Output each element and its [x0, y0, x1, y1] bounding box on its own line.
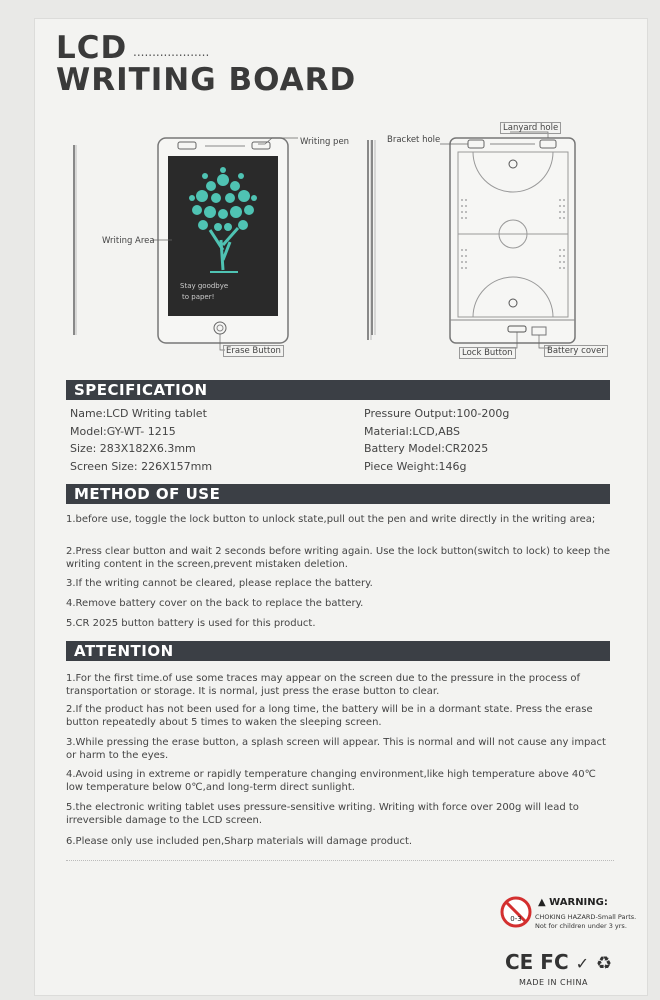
title-dots: .................... [133, 45, 210, 59]
label-lock-button: Lock Button [459, 347, 516, 359]
attention-item: 2.If the product has not been used for a… [66, 704, 593, 728]
spec-item: Name:LCD Writing tablet [70, 407, 207, 420]
attention-item: 5.the electronic writing tablet uses pre… [66, 802, 579, 826]
spec-item: Battery Model:CR2025 [364, 442, 489, 455]
spec-item: Material:LCD,ABS [364, 424, 461, 438]
spec-item: Model:GY-WT- 1215 [70, 424, 176, 438]
back-view-diagram [371, 131, 576, 349]
tablet-back [449, 137, 576, 344]
method-item: 2.Press clear button and wait 2 seconds … [66, 546, 611, 570]
attention-item: 6.Please only use included pen,Sharp mat… [66, 836, 413, 847]
attention-item: 3.While pressing the erase button, a spl… [66, 737, 606, 761]
spec-item: Screen Size: 226X157mm [70, 459, 213, 473]
attention-heading: ATTENTION [66, 641, 610, 661]
warning-line-3: Not for children under 3 yrs. [535, 922, 627, 930]
warning-title: ▲ WARNING: [538, 897, 608, 908]
screen-text-1: Stay goodbye [180, 282, 228, 290]
specification-heading: SPECIFICATION [66, 380, 610, 400]
label-writing-area: Writing Area [102, 236, 155, 246]
recycle-icon: ♻ [596, 953, 613, 974]
bracket-hole-icon [508, 159, 518, 169]
method-item: 3.If the writing cannot be cleared, plea… [66, 578, 373, 589]
title-lcd: LCD [56, 30, 128, 66]
ce-fc-mark: CE FC [505, 950, 569, 974]
attention-item: 1.For the first time.of use some traces … [66, 673, 581, 697]
method-item: 4.Remove battery cover on the back to re… [66, 598, 364, 609]
spec-item: Pressure Output:100-200g [364, 407, 510, 420]
front-view-diagram: Stay goodbye to paper! [73, 137, 372, 351]
age-badge: 0-3 [510, 915, 521, 923]
spec-item: Piece Weight:146g [364, 459, 467, 473]
certification-marks: CE FC ✓ ♻ [505, 950, 612, 974]
spec-left-column: Name:LCD Writing tablet Model:GY-WT- 121… [70, 405, 212, 475]
label-battery-cover: Battery cover [544, 345, 608, 357]
warning-title-text: WARNING: [549, 897, 608, 908]
method-item: 5.CR 2025 button battery is used for thi… [66, 618, 316, 629]
made-in-china: MADE IN CHINA [519, 978, 588, 987]
attention-item: 4.Avoid using in extreme or rapidly temp… [66, 769, 596, 793]
label-writing-pen: Writing pen [300, 137, 350, 147]
warning-line-2: CHOKING HAZARD-Small Parts. [535, 913, 637, 921]
label-erase-button: Erase Button [223, 345, 284, 357]
method-item: 1.before use, toggle the lock button to … [66, 514, 596, 525]
screen-text-2: to paper! [182, 293, 214, 301]
choking-hazard-icon: 0-3 [500, 896, 532, 928]
method-heading: METHOD OF USE [66, 484, 610, 504]
spec-right-column: Pressure Output:100-200g Material:LCD,AB… [364, 405, 509, 475]
rohs-icon: ✓ [575, 954, 590, 973]
divider [66, 860, 614, 862]
spec-item: Size: 283X182X6.3mm [70, 442, 196, 455]
title-writing-board: WRITING BOARD [56, 62, 357, 98]
label-lanyard-hole: Lanyard hole [500, 122, 562, 134]
label-bracket-hole: Bracket hole [387, 135, 441, 145]
